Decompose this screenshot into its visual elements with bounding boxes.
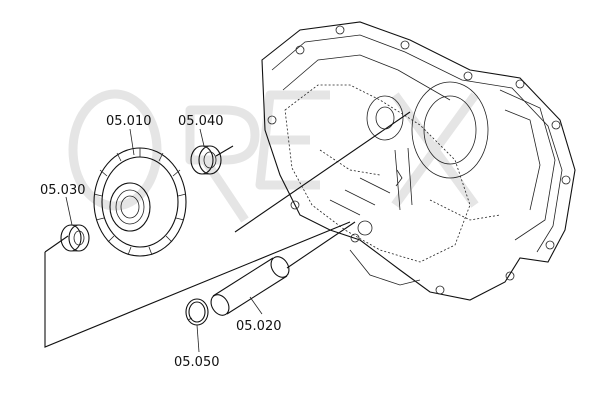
snap-ring-05-050	[185, 298, 209, 326]
part-label-05-020: 05.020	[236, 319, 282, 334]
part-label-05-050: 05.050	[174, 355, 220, 370]
part-label-05-030: 05.030	[40, 183, 86, 198]
part-label-05-040: 05.040	[178, 114, 224, 129]
bearing-05-030	[60, 224, 90, 252]
gear-05-010	[93, 147, 187, 257]
transmission-housing	[261, 21, 576, 301]
shaft-05-020	[210, 256, 290, 316]
part-label-05-010: 05.010	[106, 114, 152, 129]
leader-lines	[65, 128, 263, 353]
bearing-05-040	[190, 145, 222, 175]
assembly-guide-lines	[44, 111, 411, 348]
